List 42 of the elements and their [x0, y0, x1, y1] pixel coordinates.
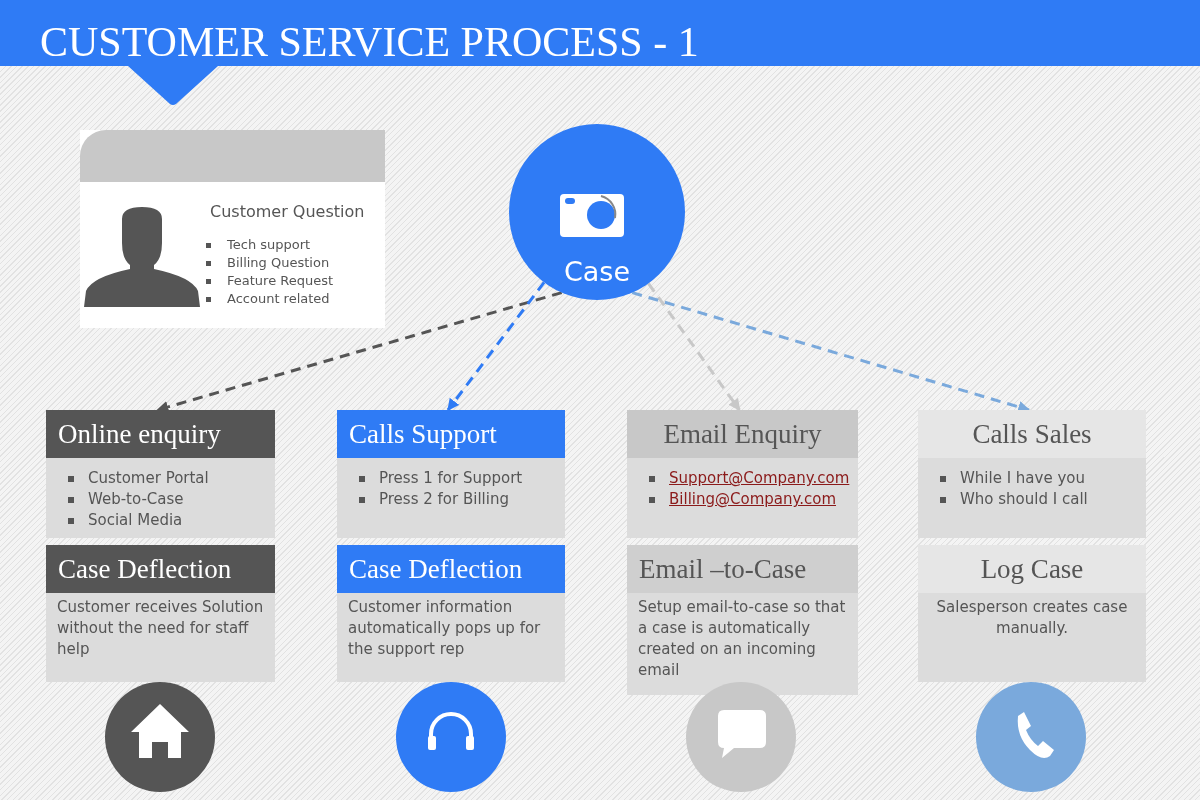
- profile-card: [80, 130, 385, 328]
- dashed-arrow: [631, 291, 1031, 413]
- dashed-arrow: [647, 282, 741, 411]
- email-link: Billing@Company.com: [669, 490, 836, 508]
- circle-label: Case: [562, 256, 632, 288]
- bullet-item: Feature Request: [227, 273, 334, 288]
- title: CUSTOMER SERVICE PROCESS - 1: [40, 18, 699, 66]
- card-heading: Case Deflection: [337, 545, 565, 593]
- bullet-item: Press 2 for Billing: [379, 490, 509, 508]
- description-text: Salesperson creates case manually.: [935, 597, 1129, 639]
- description-text: Customer information automatically pops up for the support rep: [347, 597, 542, 660]
- info-card: [46, 410, 275, 538]
- info-card: [627, 545, 858, 695]
- description-text: Customer receives Solution without the need for staff help: [56, 597, 265, 660]
- info-card: [627, 410, 858, 538]
- bullet-item: Press 1 for Support: [379, 469, 523, 487]
- info-card: [46, 545, 275, 682]
- card-heading: Case Deflection: [46, 545, 275, 593]
- bullet-item: Account related: [227, 291, 330, 306]
- dashed-arrow: [156, 291, 563, 413]
- bullet-item: Billing Question: [227, 255, 330, 270]
- info-card: [337, 545, 565, 682]
- info-card: [918, 410, 1146, 538]
- email-link: Support@Company.com: [669, 469, 850, 487]
- bullet-item: Tech support: [227, 237, 311, 252]
- bullet-item: Who should I call: [960, 490, 1088, 508]
- bullet-item: Customer Portal: [88, 469, 209, 487]
- card-heading: Online enquiry: [46, 410, 275, 458]
- card-heading: Email –to-Case: [627, 545, 858, 593]
- card-heading: Customer Question: [210, 202, 365, 221]
- card-heading: Email Enquiry: [627, 410, 858, 458]
- card-heading: Log Case: [918, 545, 1146, 593]
- info-card: [337, 410, 565, 538]
- bullet-item: Web-to-Case: [88, 490, 184, 508]
- bullet-item: Social Media: [88, 511, 183, 529]
- dashed-arrow: [446, 281, 546, 411]
- card-heading: Calls Sales: [918, 410, 1146, 458]
- bullet-item: While I have you: [960, 469, 1085, 487]
- card-heading: Calls Support: [337, 410, 565, 458]
- description-text: Setup email-to-case so that a case is automatically created on an incoming email: [637, 597, 847, 681]
- case-circle: [509, 124, 685, 300]
- info-card: [918, 545, 1146, 682]
